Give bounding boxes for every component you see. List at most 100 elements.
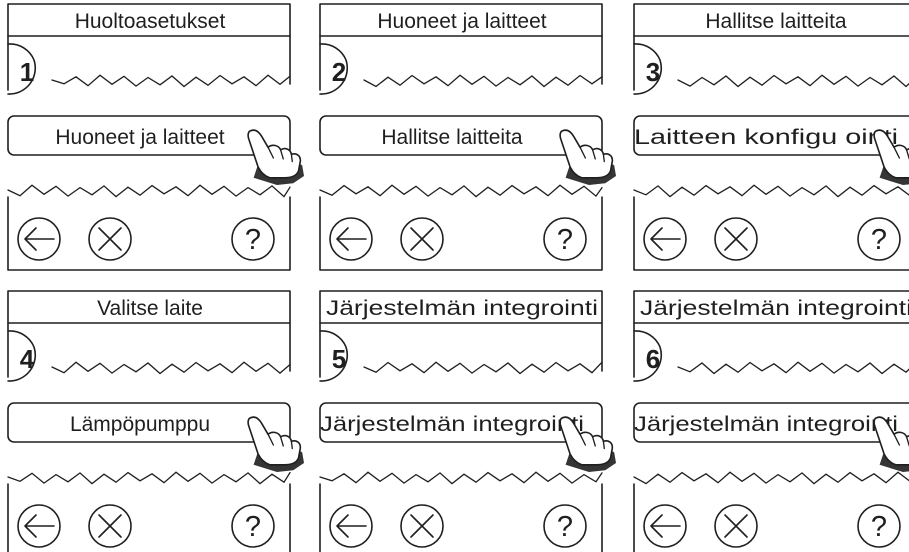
help-glyph: ?	[557, 511, 573, 543]
back-button[interactable]	[329, 217, 373, 261]
back-arrow-icon[interactable]	[643, 504, 687, 548]
help-icon[interactable]	[231, 504, 275, 548]
back-arrow-glyph	[24, 227, 55, 251]
torn-edge	[633, 184, 909, 198]
menu-item-frame[interactable]	[319, 402, 603, 443]
menu-item-button[interactable]: Lämpöpumppu	[7, 402, 291, 443]
pointing-hand-icon	[247, 129, 304, 185]
back-button[interactable]	[17, 217, 61, 261]
screen-frame	[319, 196, 603, 271]
back-button[interactable]	[17, 504, 61, 548]
help-button[interactable]: ?	[543, 504, 587, 548]
screen-frame	[633, 483, 635, 552]
close-x-glyph	[98, 514, 122, 538]
back-arrow-icon[interactable]	[329, 504, 373, 548]
help-button[interactable]: ?	[231, 217, 275, 261]
help-icon[interactable]	[543, 217, 587, 261]
back-button[interactable]	[329, 504, 373, 548]
torn-edge	[319, 471, 603, 485]
step-screen-bottom: ?	[319, 184, 603, 271]
step-screen-top: Järjestelmän integrointi 6	[633, 290, 909, 382]
menu-item-button[interactable]: Järjestelmän integrointi	[319, 402, 603, 443]
help-icon[interactable]	[231, 217, 275, 261]
menu-item-label[interactable]: Järjestelmän integrointi	[320, 413, 584, 436]
torn-edge	[677, 74, 909, 88]
close-button[interactable]	[714, 504, 758, 548]
close-button[interactable]	[714, 217, 758, 261]
menu-item-label[interactable]: Hallitse laitteita	[381, 126, 523, 149]
back-button[interactable]	[643, 217, 687, 261]
close-button[interactable]	[88, 217, 132, 261]
menu-item-frame[interactable]	[633, 402, 909, 443]
back-arrow-glyph	[24, 514, 55, 538]
screen-frame	[319, 483, 603, 552]
menu-item-frame[interactable]	[7, 115, 291, 156]
screen-header: Järjestelmän integrointi	[640, 297, 909, 320]
back-arrow-glyph	[650, 227, 681, 251]
close-button[interactable]	[88, 504, 132, 548]
help-glyph: ?	[245, 224, 261, 256]
step-number: 2	[332, 57, 346, 87]
screen-header: Huoneet ja laitteet	[377, 10, 546, 33]
step-screen-bottom: ?	[633, 471, 909, 552]
menu-item-label[interactable]: Järjestelmän integrointi	[634, 413, 898, 436]
step-number: 1	[20, 57, 34, 87]
pointing-hand-icon	[873, 416, 909, 473]
menu-item-button[interactable]: Huoneet ja laitteet	[7, 115, 291, 156]
torn-edge	[363, 74, 603, 88]
menu-item-frame[interactable]	[633, 115, 909, 156]
close-x-glyph	[410, 514, 434, 538]
torn-edge	[677, 361, 909, 375]
back-arrow-glyph	[336, 227, 367, 251]
menu-item-label[interactable]: Lämpöpumppu	[70, 413, 210, 436]
step-number-bracket	[7, 43, 37, 95]
help-glyph: ?	[557, 224, 573, 256]
step-number-bracket	[319, 43, 349, 95]
help-button[interactable]: ?	[543, 217, 587, 261]
back-button[interactable]	[643, 504, 687, 548]
close-x-icon[interactable]	[400, 504, 444, 548]
close-x-icon[interactable]	[400, 217, 444, 261]
close-button[interactable]	[400, 217, 444, 261]
close-x-icon[interactable]	[88, 504, 132, 548]
back-arrow-glyph	[336, 514, 367, 538]
step-screen-bottom: ?	[319, 471, 603, 552]
step-number: 6	[646, 344, 660, 374]
menu-item-frame[interactable]	[319, 115, 603, 156]
help-button[interactable]: ?	[857, 504, 901, 548]
close-button[interactable]	[400, 504, 444, 548]
menu-item-button[interactable]: Hallitse laitteita	[319, 115, 603, 156]
step-number-bracket	[633, 43, 663, 95]
close-x-icon[interactable]	[714, 504, 758, 548]
screen-frame	[319, 290, 603, 378]
help-glyph: ?	[245, 511, 261, 543]
back-arrow-icon[interactable]	[17, 217, 61, 261]
help-icon[interactable]	[857, 504, 901, 548]
back-arrow-icon[interactable]	[17, 504, 61, 548]
back-arrow-icon[interactable]	[329, 217, 373, 261]
help-glyph: ?	[871, 511, 887, 543]
pointing-hand-icon	[873, 129, 909, 186]
help-icon[interactable]	[543, 504, 587, 548]
menu-item-button[interactable]: Järjestelmän integrointi	[633, 402, 909, 443]
menu-item-label[interactable]: Laitteen konfigu ointi	[634, 126, 898, 149]
close-x-glyph	[98, 227, 122, 251]
step-number: 5	[332, 344, 346, 374]
back-arrow-icon[interactable]	[643, 217, 687, 261]
step-number-bracket	[7, 330, 37, 382]
close-x-glyph	[724, 227, 748, 251]
close-x-icon[interactable]	[714, 217, 758, 261]
menu-item-button[interactable]: Laitteen konfigu ointi	[633, 115, 909, 156]
menu-item-label[interactable]: Huoneet ja laitteet	[55, 126, 224, 149]
close-x-icon[interactable]	[88, 217, 132, 261]
menu-item-frame[interactable]	[7, 402, 291, 443]
pointing-hand-icon	[559, 129, 616, 185]
help-button[interactable]: ?	[857, 217, 901, 261]
torn-edge	[51, 361, 291, 375]
help-button[interactable]: ?	[231, 504, 275, 548]
torn-edge	[319, 184, 603, 198]
help-icon[interactable]	[857, 217, 901, 261]
